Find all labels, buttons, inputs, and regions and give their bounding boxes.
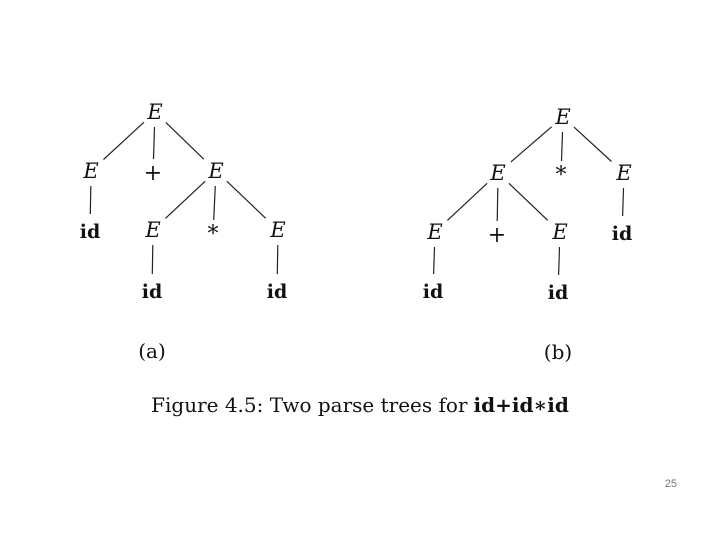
node-terminal-id: id bbox=[80, 221, 101, 243]
node-nonterminal-E: E bbox=[551, 220, 567, 244]
tree-edge bbox=[622, 187, 625, 217]
subfigure-label: (b) bbox=[544, 340, 572, 364]
node-nonterminal-E: E bbox=[269, 218, 285, 242]
caption-expression: id+id∗id bbox=[473, 393, 569, 417]
tree-edge bbox=[510, 126, 552, 163]
page-number: 25 bbox=[664, 478, 677, 490]
tree-edge bbox=[226, 180, 267, 219]
tree-edge bbox=[89, 185, 92, 215]
tree-edge bbox=[164, 180, 206, 219]
tree-edge bbox=[446, 182, 488, 221]
tree-edge bbox=[152, 126, 156, 160]
tree-b: E E * Eid E + Eid id (b) bbox=[423, 105, 633, 364]
node-terminal-id: id bbox=[423, 281, 444, 303]
tree-edge bbox=[508, 182, 549, 221]
tree-edge bbox=[558, 246, 561, 276]
node-nonterminal-E: E bbox=[615, 161, 631, 185]
node-star-operator: * bbox=[208, 222, 219, 247]
subfigure-label: (a) bbox=[138, 339, 166, 363]
tree-edge bbox=[496, 187, 499, 222]
node-terminal-id: id bbox=[612, 223, 633, 245]
caption-text: Figure 4.5: Two parse trees for bbox=[151, 393, 468, 417]
tree-edge bbox=[151, 244, 154, 275]
node-plus-operator: + bbox=[144, 161, 162, 186]
node-plus-operator: + bbox=[488, 223, 506, 248]
tree-edge bbox=[560, 131, 564, 162]
tree-a: E E + Eid E * Eid id (a) bbox=[80, 100, 288, 363]
node-terminal-id: id bbox=[142, 281, 163, 303]
tree-edge bbox=[165, 121, 205, 160]
tree-edge bbox=[573, 126, 612, 162]
node-nonterminal-E: E bbox=[207, 159, 223, 183]
node-nonterminal-E: E bbox=[554, 105, 570, 129]
node-nonterminal-E: E bbox=[146, 100, 162, 124]
tree-edge bbox=[103, 121, 145, 160]
tree-edge bbox=[433, 246, 436, 275]
node-terminal-id: id bbox=[548, 282, 569, 304]
node-terminal-id: id bbox=[267, 281, 288, 303]
node-nonterminal-E: E bbox=[144, 218, 160, 242]
node-star-operator: * bbox=[556, 163, 567, 188]
tree-edge bbox=[213, 185, 216, 221]
tree-edge bbox=[276, 244, 279, 275]
node-nonterminal-E: E bbox=[489, 161, 505, 185]
node-nonterminal-E: E bbox=[426, 220, 442, 244]
node-nonterminal-E: E bbox=[82, 159, 98, 183]
